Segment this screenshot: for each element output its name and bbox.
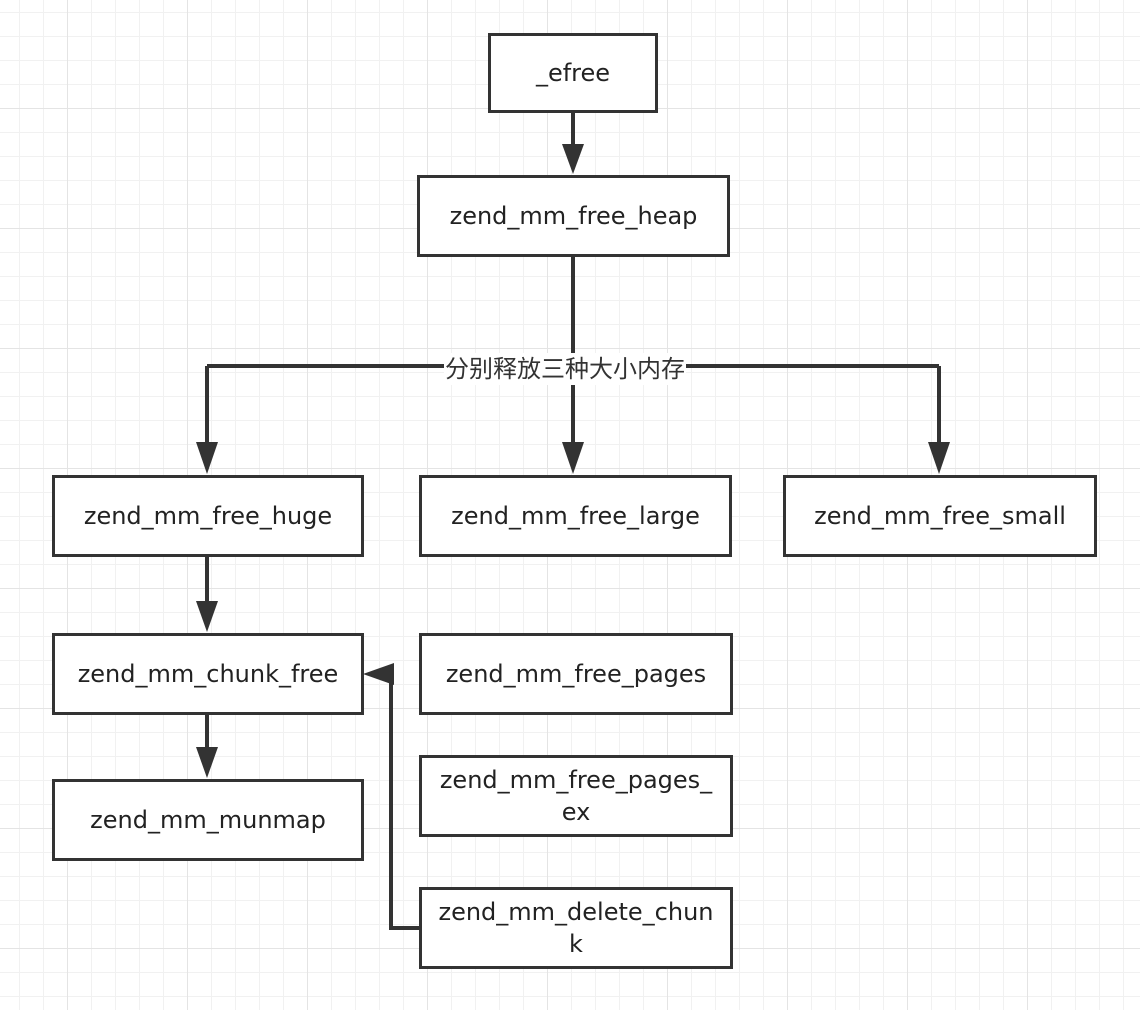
node-free-pages[interactable]: zend_mm_free_pages — [419, 633, 733, 715]
arrowhead-munmap — [196, 747, 218, 778]
node-chunk-free[interactable]: zend_mm_chunk_free — [52, 633, 364, 715]
node-free-small[interactable]: zend_mm_free_small — [783, 475, 1097, 557]
arrowhead-free-small — [928, 442, 950, 474]
edge-delete-chunk-to-chunk-free — [389, 672, 419, 930]
arrowhead-free-large — [562, 442, 584, 474]
branch-edge-label: 分别释放三种大小内存 — [444, 353, 686, 385]
node-free-large[interactable]: zend_mm_free_large — [419, 475, 732, 557]
node-free-pages-ex[interactable]: zend_mm_free_pages_ex — [419, 755, 733, 837]
arrowhead-chunk-free-side — [363, 663, 394, 685]
arrowhead-chunk-free — [196, 601, 218, 632]
node-delete-chunk[interactable]: zend_mm_delete_chunk — [419, 887, 733, 969]
node-free-huge[interactable]: zend_mm_free_huge — [52, 475, 364, 557]
node-efree[interactable]: _efree — [488, 33, 658, 113]
node-munmap[interactable]: zend_mm_munmap — [52, 779, 364, 861]
node-free-heap[interactable]: zend_mm_free_heap — [417, 175, 730, 257]
arrowhead-free-heap — [562, 144, 584, 174]
arrowhead-free-huge — [196, 442, 218, 474]
